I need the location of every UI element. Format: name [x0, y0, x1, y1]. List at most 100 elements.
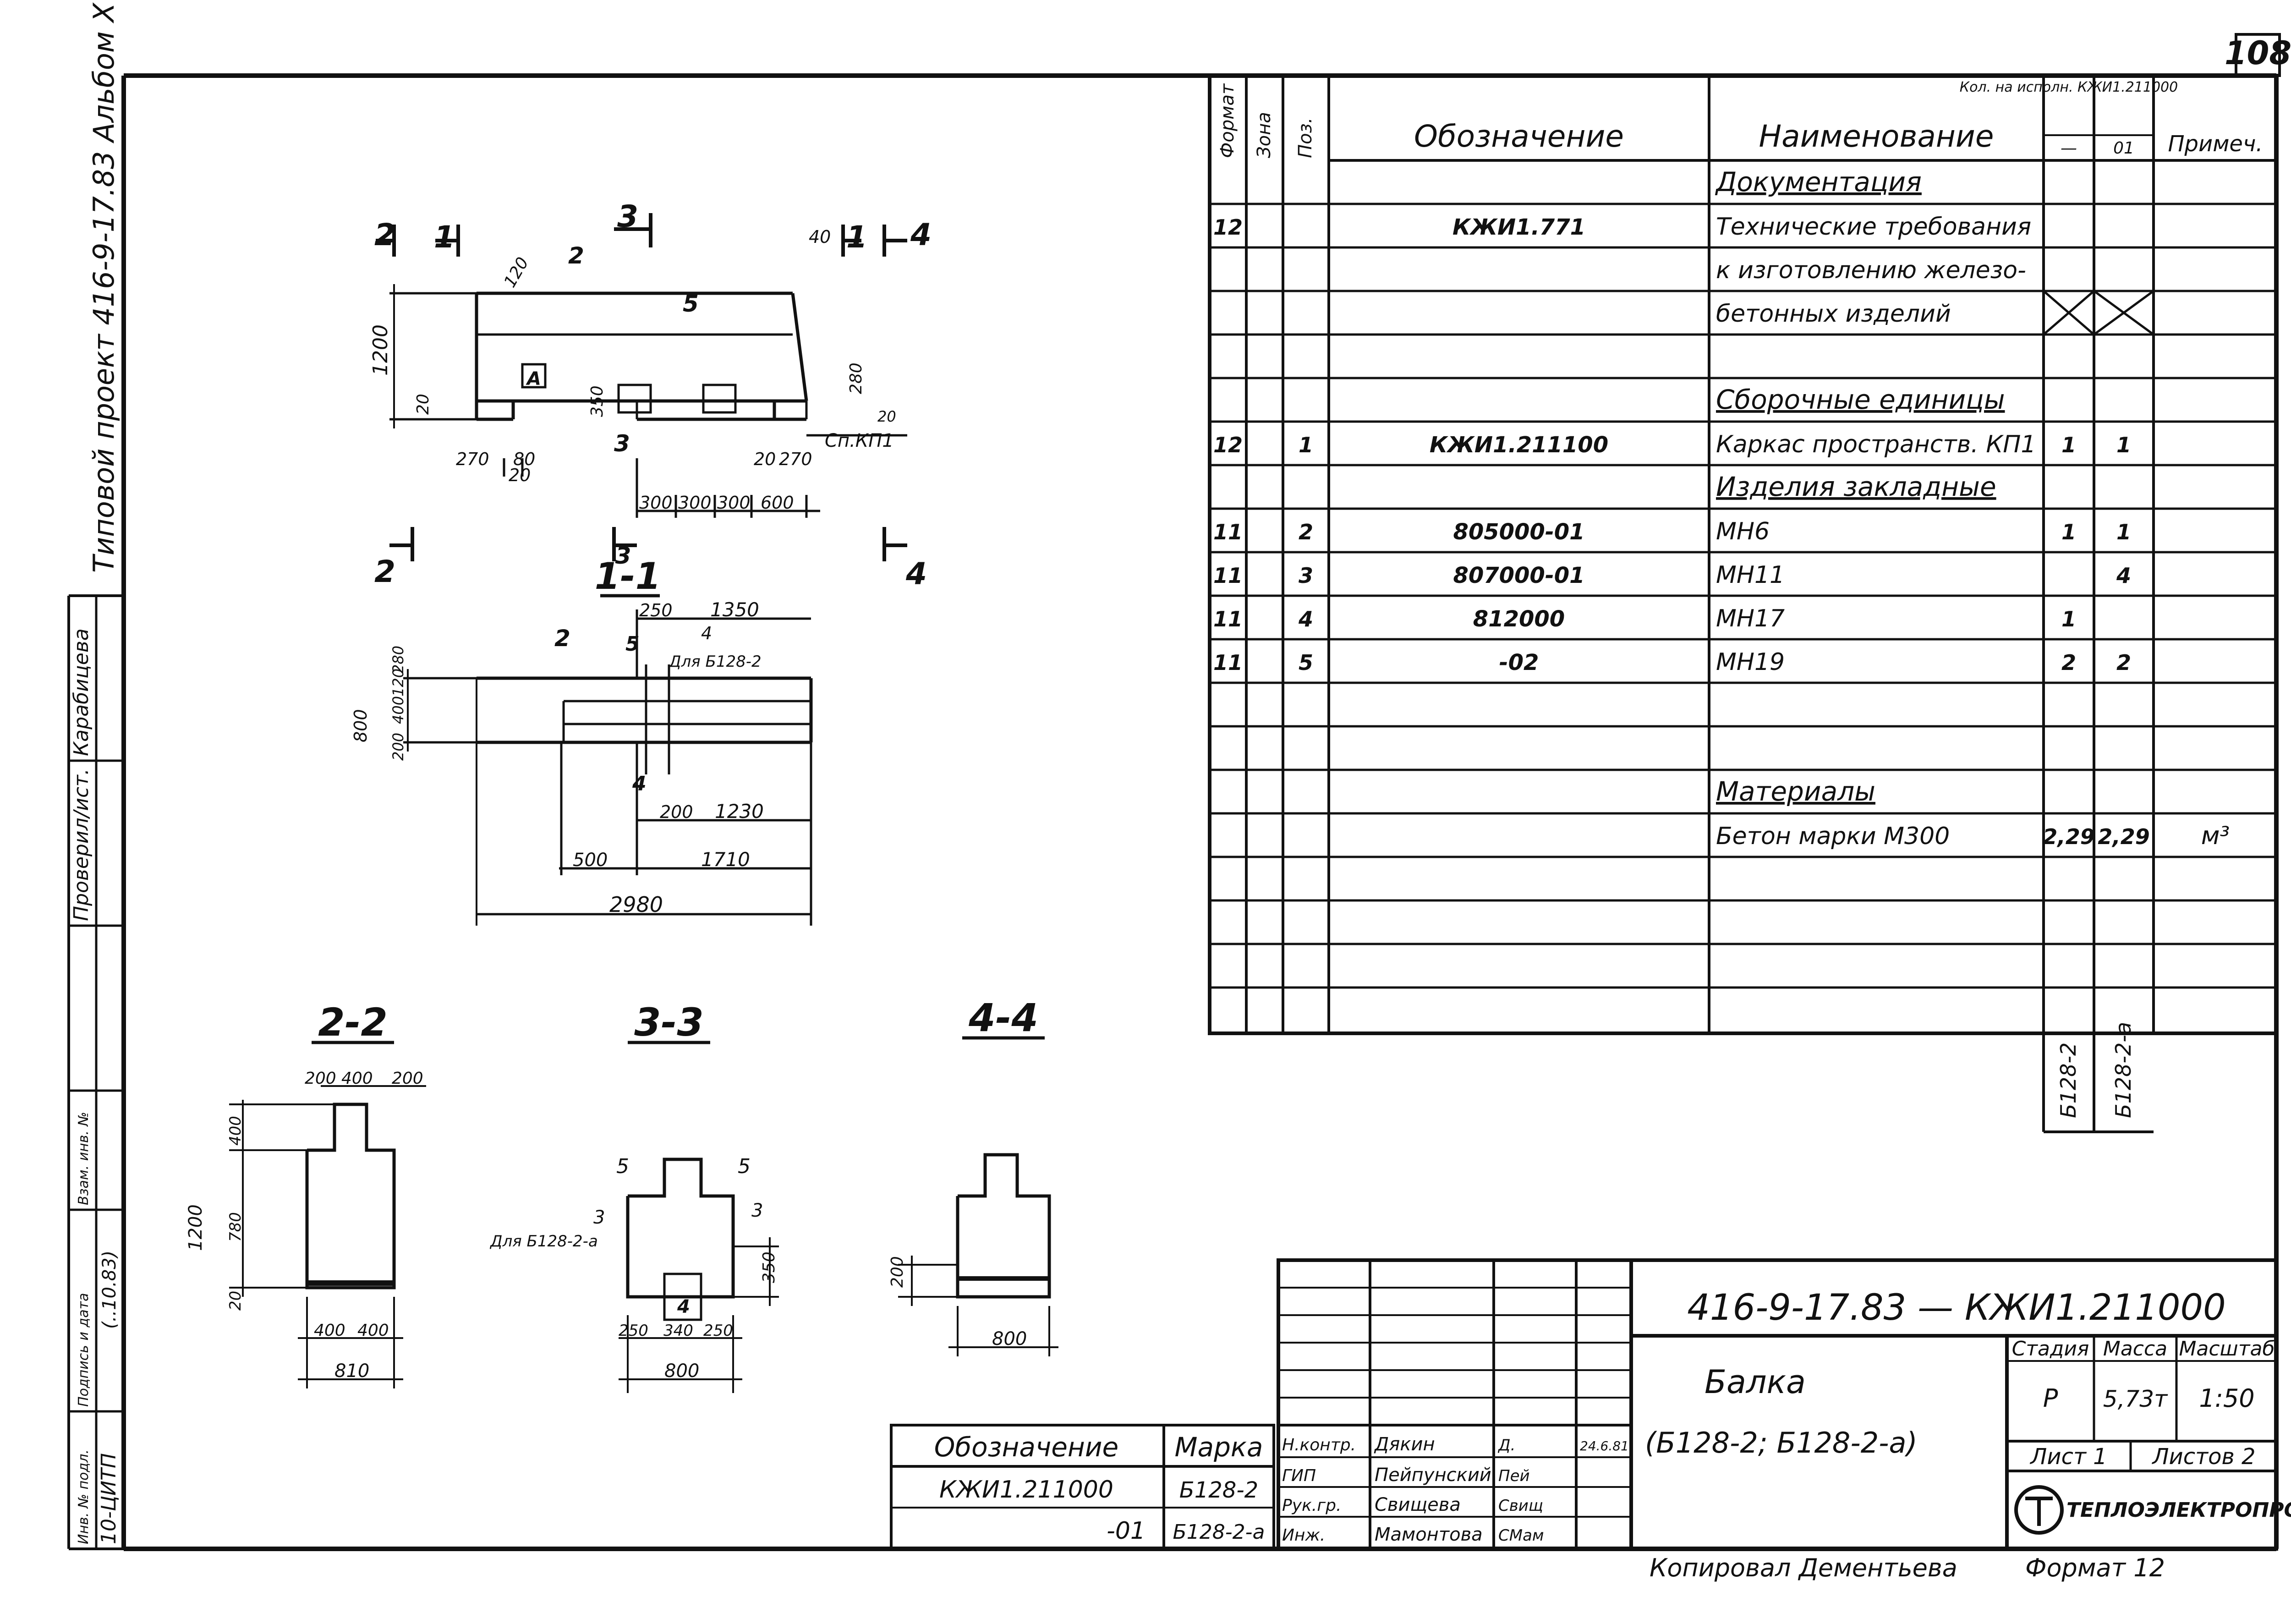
cut-label: 2: [374, 554, 395, 589]
title-org: ТЕПЛОЭЛЕКТРОПРОЕКТ: [2066, 1498, 2291, 1522]
dim-label: 340: [663, 1322, 693, 1340]
spec-cell-n: бетонных изделий: [1716, 300, 1951, 328]
dim-label: 1200: [185, 1204, 206, 1251]
dim-label: 20: [226, 1291, 245, 1311]
dim-label: 250: [639, 600, 673, 620]
beam-elevation: [389, 284, 907, 518]
dim-label: 2980: [609, 892, 663, 917]
spec-h-oboz: Обозначение: [1414, 119, 1624, 154]
spec-cell-f: 11: [1213, 520, 1243, 544]
marks-r1-oboz: КЖИ1.211000: [939, 1476, 1113, 1503]
dim-label: 250: [703, 1322, 733, 1340]
dim-label: 120: [389, 669, 407, 697]
spec-h-prim: Примеч.: [2168, 131, 2263, 157]
callout: 2: [568, 242, 584, 269]
spec-cell-b: 1: [2116, 520, 2131, 544]
spec-cell-f: 11: [1213, 563, 1243, 588]
title-format: Формат 12: [2025, 1553, 2165, 1582]
dim-label: 400: [314, 1321, 345, 1340]
spec-cell-p: 2: [1299, 520, 1313, 544]
title-person-name: Дякин: [1374, 1434, 1435, 1455]
title-block: [1277, 1258, 2278, 1551]
side-inv-podl: Инв. № подл.: [76, 1449, 92, 1544]
dim-label: 20: [509, 465, 531, 485]
marks-h-marka: Марка: [1175, 1432, 1263, 1463]
section-2-2: [229, 1085, 426, 1388]
title-sheet: Лист 1: [2029, 1444, 2107, 1470]
dim-label: 300: [639, 493, 673, 513]
spec-cell-n: Сборочные единицы: [1716, 384, 2005, 415]
title-person-sign: СМам: [1498, 1526, 1544, 1545]
dim-label: 200: [389, 733, 407, 761]
title-code: 416-9-17.83 — КЖИ1.211000: [1687, 1287, 2226, 1328]
dim-label: 1200: [369, 324, 392, 376]
side-checked-name: Карабицева: [70, 628, 93, 756]
specification-table: [1208, 74, 2278, 1133]
spec-cell-f: 11: [1213, 650, 1243, 675]
dim-label: 40: [809, 227, 831, 247]
dim-label: 270: [779, 449, 812, 469]
beam-plan: [403, 609, 813, 926]
title-person-sign: Пей: [1498, 1467, 1530, 1485]
dim-label: 350: [588, 385, 607, 417]
title-mass-h: Масса: [2103, 1337, 2167, 1361]
spec-cell-p: 4: [1298, 607, 1313, 631]
spec-cell-a: 1: [2061, 607, 2076, 631]
dim-label: 500: [573, 850, 608, 871]
title-person-name: Пейпунский: [1375, 1465, 1491, 1486]
spec-cell-n: МН6: [1716, 518, 1770, 545]
spec-cell-b: 2: [2116, 650, 2131, 675]
title-sheets: Листов 2: [2151, 1444, 2255, 1470]
title-person-role: ГИП: [1282, 1466, 1316, 1485]
spec-cell-o: 812000: [1473, 606, 1565, 632]
dim-label: Сп.КП1: [825, 430, 894, 451]
title-person-sign: Свищ: [1498, 1497, 1543, 1515]
spec-cell-n: Документация: [1715, 166, 1922, 198]
dim-label: 200: [305, 1069, 336, 1088]
dim-label: 120: [500, 254, 532, 291]
title-name: Балка: [1705, 1363, 1806, 1401]
cut-label: 3: [615, 543, 631, 569]
dim-label: 800: [992, 1328, 1027, 1350]
dim-label: Для Б128-2: [668, 653, 762, 671]
spec-h-kol-text: Кол. на исполн. КЖИ1.211000: [1960, 79, 2178, 95]
spec-cell-b: 1: [2116, 433, 2131, 457]
callout: 5: [625, 632, 640, 656]
dim-label: 280: [847, 362, 866, 394]
title-person-role: Рук.гр.: [1282, 1496, 1341, 1515]
section-3-3: [619, 1158, 779, 1393]
dim-label: 20: [877, 408, 896, 425]
callout: 5: [683, 291, 699, 317]
spec-h-col1: —: [2061, 139, 2077, 158]
spec-cell-n: МН19: [1716, 648, 1785, 676]
spec-cell-o: 807000-01: [1453, 563, 1584, 588]
spec-cell-f: 11: [1213, 607, 1243, 631]
dim-label: 800: [351, 709, 371, 742]
spec-cell-o: -02: [1499, 650, 1539, 675]
spec-cell-n: МН11: [1716, 561, 1785, 589]
spec-cell-r: м³: [2201, 821, 2230, 850]
marks-r2-oboz: -01: [1107, 1517, 1146, 1545]
callout: 2: [554, 625, 570, 652]
cut-label: 2: [374, 217, 395, 252]
spec-h-pos: Поз.: [1295, 117, 1316, 158]
title-person-role: Инж.: [1282, 1526, 1325, 1545]
dim-label: 1710: [701, 848, 750, 871]
title-copied: Копировал Дементьева: [1650, 1553, 1957, 1582]
spec-cell-p: 5: [1299, 650, 1313, 675]
cut-label: 1: [846, 219, 867, 255]
spec-cell-a: 1: [2061, 520, 2076, 544]
spec-footer-a: Б128-2: [2056, 1042, 2081, 1118]
spec-footer-b: Б128-2-а: [2111, 1022, 2136, 1118]
side-inv-num: 10-ЦИТП: [97, 1453, 121, 1544]
title-stage: Р: [2043, 1384, 2058, 1413]
spec-cell-o: КЖИ1.211100: [1430, 432, 1608, 458]
spec-cell-f: 12: [1213, 433, 1243, 457]
dim-label: 5: [738, 1155, 751, 1178]
cut-label: 4: [905, 556, 927, 592]
dim-label: 780: [226, 1212, 245, 1242]
section-title-2-2: 2-2: [318, 1000, 388, 1045]
